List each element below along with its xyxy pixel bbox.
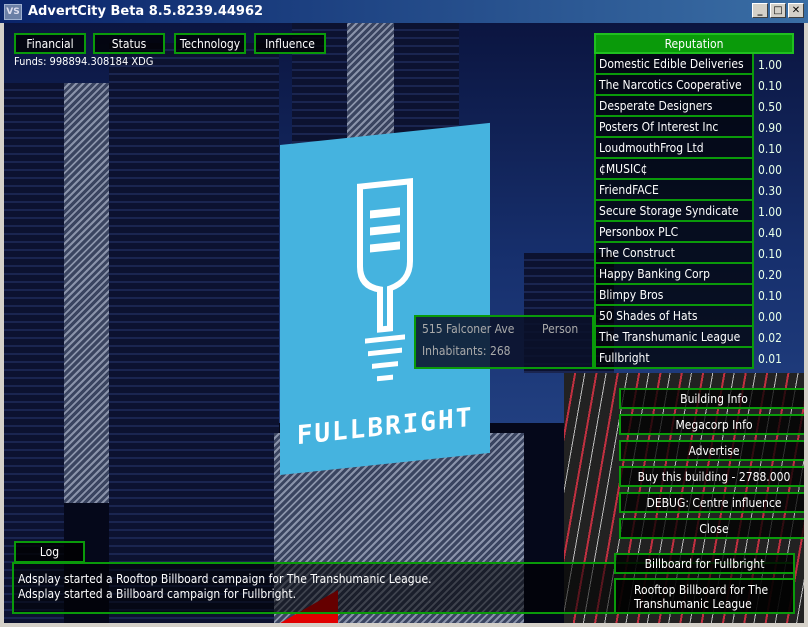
megacorp-name: Desperate Designers xyxy=(594,96,754,117)
building-inhabitants: Inhabitants: 268 xyxy=(422,344,511,358)
debug-centre-influence-button[interactable]: DEBUG: Centre influence xyxy=(619,492,804,513)
megacorp-name: Posters Of Interest Inc xyxy=(594,117,754,138)
megacorp-name: Happy Banking Corp xyxy=(594,264,754,285)
reputation-row[interactable]: Happy Banking Corp 0.20 xyxy=(594,264,794,285)
tab-financial[interactable]: Financial xyxy=(14,33,86,54)
minimize-button[interactable]: _ xyxy=(752,3,768,18)
reputation-row[interactable]: FriendFACE 0.30 xyxy=(594,180,794,201)
building xyxy=(4,83,64,623)
megacorp-name: LoudmouthFrog Ltd xyxy=(594,138,754,159)
reputation-row[interactable]: Blimpy Bros 0.10 xyxy=(594,285,794,306)
megacorp-name: The Narcotics Cooperative xyxy=(594,75,754,96)
reputation-row[interactable]: LoudmouthFrog Ltd 0.10 xyxy=(594,138,794,159)
building-label: 515 Falconer Ave Person Inhabitants: 268 xyxy=(414,315,594,369)
close-button[interactable]: ✕ xyxy=(788,3,804,18)
reputation-value: 0.40 xyxy=(758,225,783,240)
building-owner: Person xyxy=(542,322,579,336)
reputation-value: 0.10 xyxy=(758,246,783,261)
reputation-value: 0.10 xyxy=(758,288,783,303)
reputation-value: 0.50 xyxy=(758,99,783,114)
reputation-row[interactable]: The Transhumanic League 0.02 xyxy=(594,327,794,348)
megacorp-name: 50 Shades of Hats xyxy=(594,306,754,327)
reputation-title: Reputation xyxy=(594,33,794,54)
megacorp-info-button[interactable]: Megacorp Info xyxy=(619,414,804,435)
reputation-value: 0.20 xyxy=(758,267,783,282)
app-icon: VS xyxy=(4,3,22,20)
reputation-row[interactable]: 50 Shades of Hats 0.00 xyxy=(594,306,794,327)
reputation-row[interactable]: The Narcotics Cooperative 0.10 xyxy=(594,75,794,96)
building xyxy=(64,83,114,503)
tab-status[interactable]: Status xyxy=(93,33,165,54)
title-bar: VS AdvertCity Beta 8.5.8239.44962 _ □ ✕ xyxy=(0,0,808,23)
game-viewport[interactable]: FULLBRIGHT Financial Status Technology I… xyxy=(4,23,804,623)
billboard-transhumanic-button[interactable]: Rooftop Billboard for The Transhumanic L… xyxy=(614,578,795,614)
reputation-value: 0.30 xyxy=(758,183,783,198)
log-tab[interactable]: Log xyxy=(14,541,85,563)
megacorp-name: FriendFACE xyxy=(594,180,754,201)
megacorp-name: Domestic Edible Deliveries xyxy=(594,54,754,75)
reputation-row[interactable]: Desperate Designers 0.50 xyxy=(594,96,794,117)
reputation-row[interactable]: Personbox PLC 0.40 xyxy=(594,222,794,243)
building xyxy=(109,43,279,623)
megacorp-name: Personbox PLC xyxy=(594,222,754,243)
reputation-value: 0.90 xyxy=(758,120,783,135)
funds-readout: Funds: 998894.308184 XDG xyxy=(14,55,154,68)
building-info-button[interactable]: Building Info xyxy=(619,388,804,409)
reputation-value: 0.00 xyxy=(758,162,783,177)
maximize-button[interactable]: □ xyxy=(770,3,786,18)
megacorp-name: Blimpy Bros xyxy=(594,285,754,306)
microphone-logo-icon xyxy=(357,178,413,382)
billboard-fullbright-button[interactable]: Billboard for Fullbright xyxy=(614,553,795,574)
reputation-value: 0.02 xyxy=(758,330,783,345)
reputation-row[interactable]: Posters Of Interest Inc 0.90 xyxy=(594,117,794,138)
log-line: Adsplay started a Billboard campaign for… xyxy=(18,587,297,601)
reputation-value: 0.01 xyxy=(758,351,783,366)
reputation-row[interactable]: Fullbright 0.01 xyxy=(594,348,794,369)
reputation-row[interactable]: ¢MUSIC¢ 0.00 xyxy=(594,159,794,180)
billboard-text: FULLBRIGHT xyxy=(296,402,474,452)
reputation-value: 0.10 xyxy=(758,141,783,156)
billboard[interactable]: FULLBRIGHT xyxy=(280,122,490,476)
megacorp-name: The Transhumanic League xyxy=(594,327,754,348)
reputation-row[interactable]: Secure Storage Syndicate 1.00 xyxy=(594,201,794,222)
reputation-value: 1.00 xyxy=(758,204,783,219)
log-line: Adsplay started a Rooftop Billboard camp… xyxy=(18,572,432,586)
advertise-button[interactable]: Advertise xyxy=(619,440,804,461)
reputation-row[interactable]: Domestic Edible Deliveries 1.00 xyxy=(594,54,794,75)
reputation-value: 1.00 xyxy=(758,57,783,72)
window-title: AdvertCity Beta 8.5.8239.44962 xyxy=(28,4,264,19)
megacorp-name: Fullbright xyxy=(594,348,754,369)
reputation-value: 0.00 xyxy=(758,309,783,324)
megacorp-name: ¢MUSIC¢ xyxy=(594,159,754,180)
megacorp-name: Secure Storage Syndicate xyxy=(594,201,754,222)
close-menu-button[interactable]: Close xyxy=(619,518,804,539)
reputation-panel: Reputation Domestic Edible Deliveries 1.0… xyxy=(594,33,794,369)
reputation-value: 0.10 xyxy=(758,78,783,93)
megacorp-name: The Construct xyxy=(594,243,754,264)
buy-building-button[interactable]: Buy this building - 2788.000 xyxy=(619,466,804,487)
tab-technology[interactable]: Technology xyxy=(174,33,246,54)
tab-influence[interactable]: Influence xyxy=(254,33,326,54)
reputation-row[interactable]: The Construct 0.10 xyxy=(594,243,794,264)
building-address: 515 Falconer Ave xyxy=(422,322,515,336)
